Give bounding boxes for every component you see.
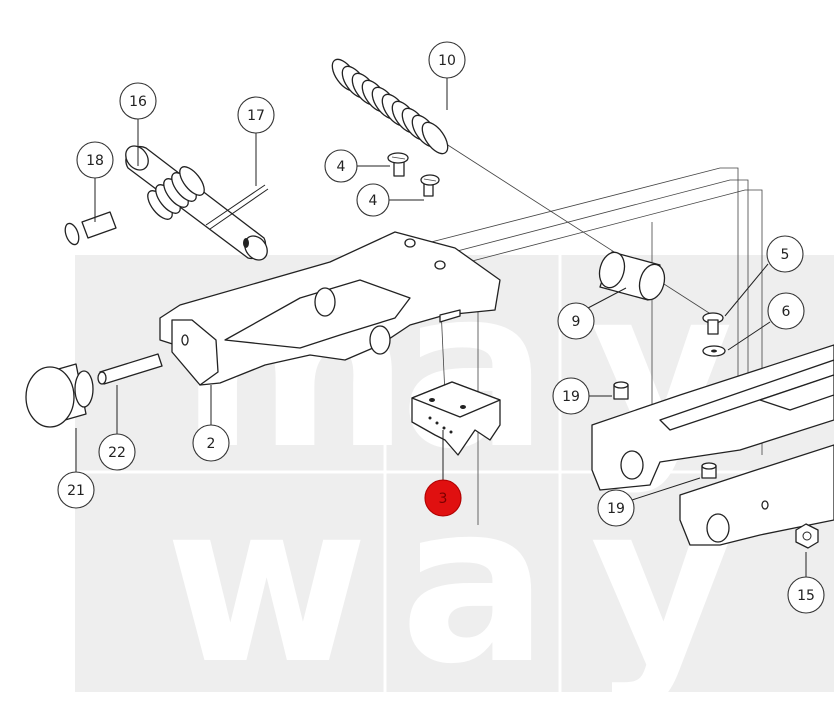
part-22-rod: [97, 353, 163, 385]
right-frame: [591, 344, 834, 546]
callout-6: 6: [767, 292, 805, 330]
torsion-spring: [147, 166, 205, 220]
part-15-nut: [795, 523, 819, 549]
callout-5: 5: [766, 235, 804, 273]
callout-10: 10: [428, 41, 466, 79]
part-5-screw: [702, 312, 724, 335]
part-4-screw-upper: [387, 152, 409, 177]
callout-label: 17: [247, 108, 265, 124]
part-9-bushing: [598, 251, 666, 301]
callout-18: 18: [76, 141, 114, 179]
callout-22: 22: [98, 433, 136, 471]
part-10-coil-spring: [331, 58, 449, 155]
part-18-screw: [64, 211, 117, 246]
callout-label: 18: [86, 153, 104, 169]
watermark-letter: a: [400, 456, 548, 702]
part-3-block: [411, 381, 501, 456]
callout-21: 21: [57, 471, 95, 509]
callout-label: 15: [797, 588, 815, 604]
callout-label: 4: [369, 193, 378, 209]
part-16-pivot-pin: [125, 145, 268, 261]
callout-label: 3: [439, 491, 448, 507]
callout-label: 10: [438, 53, 456, 69]
part-6-washer: [702, 345, 726, 357]
callout-17: 17: [237, 96, 275, 134]
callout-label: 6: [782, 304, 791, 320]
callout-label: 19: [607, 501, 625, 517]
assembly-guide-lines: [399, 139, 763, 525]
callout-9: 9: [557, 302, 595, 340]
callout-label: 16: [129, 94, 147, 110]
part-4-screw-lower: [420, 174, 440, 197]
callout-label: 9: [572, 314, 581, 330]
callout-label: 21: [67, 483, 85, 499]
part-2-lever-body: [159, 231, 501, 386]
callout-15: 15: [787, 576, 825, 614]
part-19-pin-lower: [701, 462, 717, 479]
callout-label: 4: [337, 159, 346, 175]
callout-2: 2: [192, 424, 230, 462]
callout-label: 22: [108, 445, 126, 461]
part-17-wire: [205, 184, 269, 230]
callout-4-upper: 4: [324, 149, 358, 183]
part-21-knob: [25, 363, 94, 428]
callout-3-highlighted: 3: [424, 479, 462, 517]
callout-16: 16: [119, 82, 157, 120]
callout-label: 2: [207, 436, 216, 452]
watermark-letter: w: [165, 456, 368, 702]
callout-19-upper: 19: [552, 377, 590, 415]
callout-4-lower: 4: [356, 183, 390, 217]
part-19-pin-upper: [613, 381, 629, 400]
callout-label: 5: [781, 247, 790, 263]
callout-label: 19: [562, 389, 580, 405]
callout-19-lower: 19: [597, 489, 635, 527]
leader-lines: [75, 75, 807, 578]
